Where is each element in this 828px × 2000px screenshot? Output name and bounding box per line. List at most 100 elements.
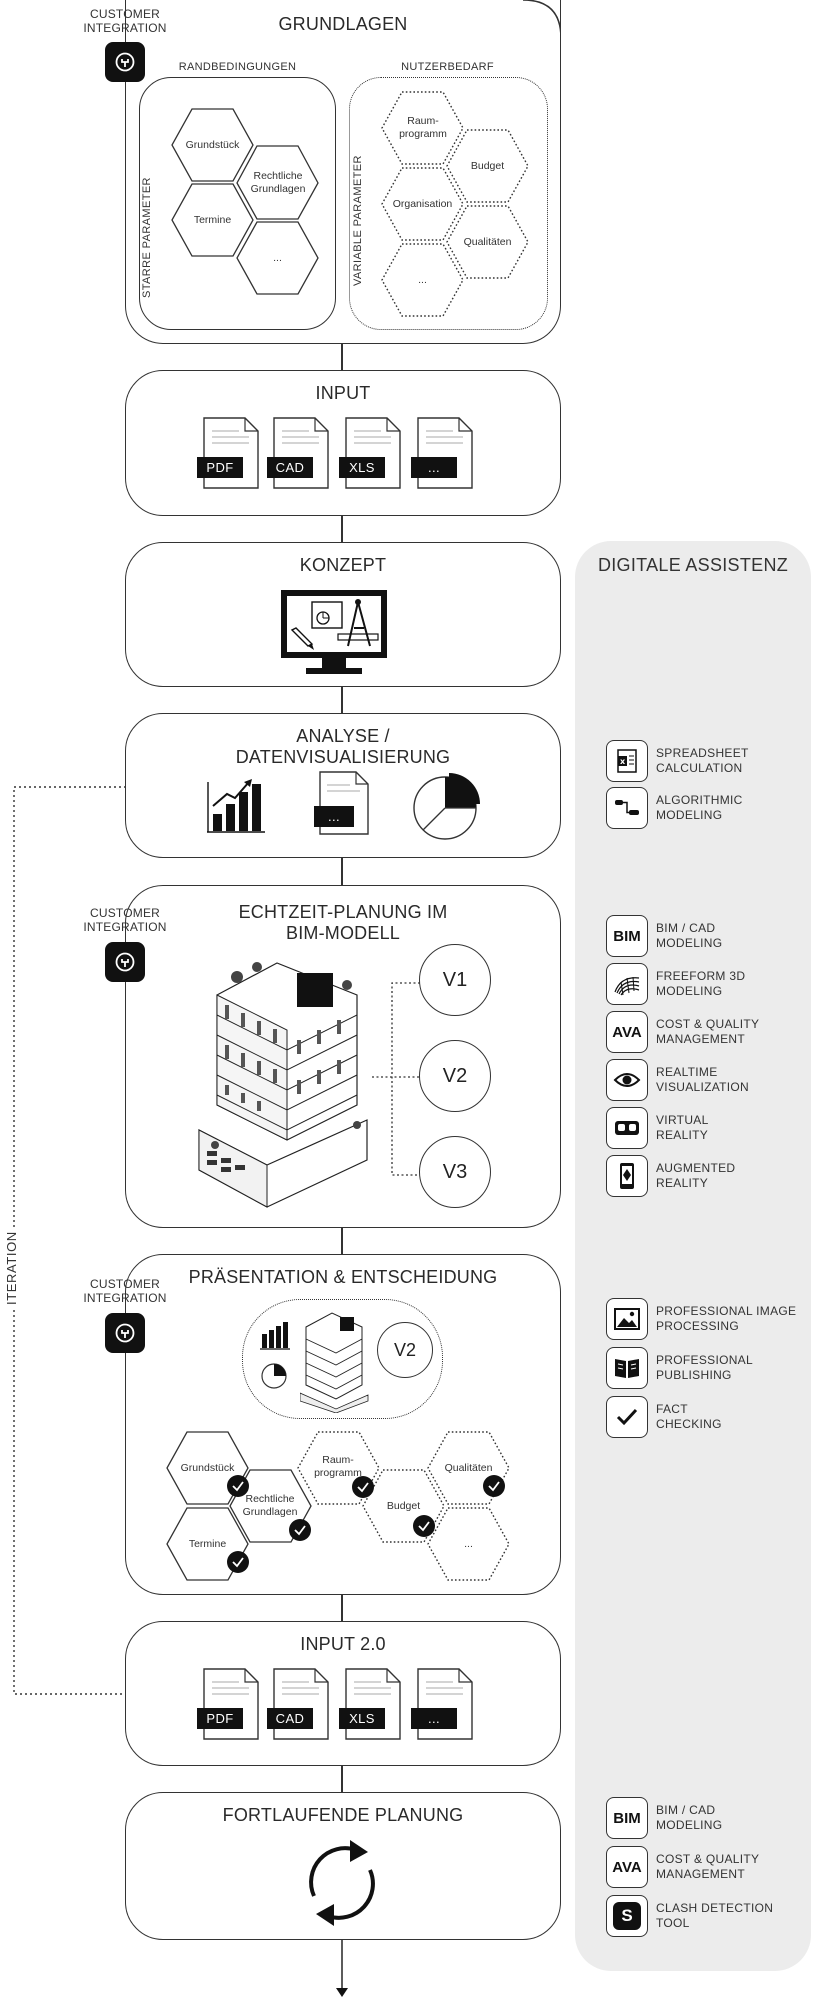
- pdf-document-icon: PDF: [197, 1668, 259, 1740]
- iteration-label: ITERATION: [4, 1228, 19, 1308]
- tool-ava[interactable]: AVA COST & QUALITY MANAGEMENT: [606, 1011, 806, 1053]
- tool-label: COST & QUALITY MANAGEMENT: [656, 1017, 760, 1046]
- tool-image[interactable]: PROFESSIONAL IMAGE PROCESSING: [606, 1298, 806, 1340]
- tool-label: AUGMENTED REALITY: [656, 1161, 736, 1190]
- plug-icon[interactable]: [105, 942, 145, 982]
- hex-raumprogramm: Raum-programm: [314, 1454, 362, 1479]
- svg-text:x: x: [620, 757, 626, 766]
- hex-rechtliche-grundlagen: Rechtliche Grundlagen: [242, 1493, 298, 1518]
- hex-termine: Termine: [188, 1537, 227, 1550]
- stage-title: INPUT 2.0: [300, 1634, 386, 1654]
- bim-building-illustration: [198, 962, 368, 1208]
- document-shape: [345, 417, 401, 489]
- eye-icon: [606, 1059, 648, 1101]
- decision-hexagons: [166, 1431, 510, 1581]
- hex-grundstueck: Grundstück: [180, 1461, 235, 1474]
- connector: [341, 687, 343, 713]
- variant-v3[interactable]: V3: [419, 1136, 491, 1208]
- tool-label: SPREADSHEET CALCULATION: [656, 746, 749, 775]
- document-shape: [417, 417, 473, 489]
- bim-icon: BIM: [606, 915, 648, 957]
- tool-label: BIM / CAD MODELING: [656, 1803, 723, 1832]
- publishing-icon: [606, 1347, 648, 1389]
- tool-clash[interactable]: S CLASH DETECTION TOOL: [606, 1895, 806, 1937]
- doc-type-tag: PDF: [197, 457, 243, 478]
- cad-document-icon: CAD: [267, 1668, 329, 1740]
- tool-label: REALTIME VISUALIZATION: [656, 1065, 750, 1094]
- tool-freeform[interactable]: FREEFORM 3D MODELING: [606, 963, 806, 1005]
- generic-document-icon: ...: [411, 1668, 473, 1740]
- digitale-assistenz-panel: DIGITALE ASSISTENZ x SPREADSHEET CALCULA…: [575, 541, 811, 1971]
- connector: [341, 1766, 343, 1792]
- variant-connector: [372, 982, 420, 1176]
- document-shape: [203, 1668, 259, 1740]
- hex-grundstueck: Grundstück: [185, 138, 240, 151]
- ava-icon: AVA: [606, 1011, 648, 1053]
- connector: [341, 1595, 343, 1621]
- generic-document-icon: ...: [411, 417, 473, 489]
- freeform-icon: [606, 963, 648, 1005]
- doc-type-tag: CAD: [267, 457, 313, 478]
- xls-document-icon: XLS: [339, 417, 401, 489]
- tool-label: BIM / CAD MODELING: [656, 921, 723, 950]
- connector: [341, 516, 343, 542]
- tool-label: VIRTUAL REALITY: [656, 1113, 709, 1142]
- tool-ar[interactable]: AUGMENTED REALITY: [606, 1155, 806, 1197]
- stage-fortlaufende-planung: FORTLAUFENDE PLANUNG: [125, 1792, 561, 1940]
- algorithm-icon: [606, 787, 648, 829]
- plug-icon[interactable]: [105, 42, 145, 82]
- vr-icon: [606, 1107, 648, 1149]
- assistenz-title: DIGITALE ASSISTENZ: [597, 555, 789, 575]
- hex-ellipsis: ...: [464, 1537, 473, 1550]
- tool-publishing[interactable]: PROFESSIONAL PUBLISHING: [606, 1347, 806, 1389]
- document-shape: [273, 1668, 329, 1740]
- stage-input: INPUT: [125, 370, 561, 516]
- growth-chart-icon: [207, 779, 265, 833]
- customer-integration-label: CUSTOMER INTEGRATION: [83, 1277, 167, 1305]
- randbedingungen-box: [139, 77, 336, 330]
- bim-icon: BIM: [606, 1797, 648, 1839]
- connector: [341, 1228, 343, 1254]
- doc-type-tag: XLS: [339, 1708, 385, 1729]
- tool-spreadsheet[interactable]: x SPREADSHEET CALCULATION: [606, 740, 806, 782]
- tool-fact-checking[interactable]: FACT CHECKING: [606, 1396, 806, 1438]
- stage-title: ANALYSE / DATENVISUALISIERUNG: [235, 726, 451, 767]
- hex-budget: Budget: [470, 159, 505, 172]
- hex-ellipsis: ...: [418, 273, 427, 286]
- doc-type-tag: CAD: [267, 1708, 313, 1729]
- tool-ava-2[interactable]: AVA COST & QUALITY MANAGEMENT: [606, 1846, 806, 1888]
- mini-charts-icon: [260, 1322, 290, 1389]
- nutzerbedarf-box: [349, 77, 548, 330]
- tool-bim[interactable]: BIM BIM / CAD MODELING: [606, 915, 806, 957]
- hex-ellipsis: ...: [273, 251, 282, 264]
- nutzerbedarf-label: NUTZERBEDARF: [355, 61, 540, 73]
- stage-title: KONZEPT: [299, 555, 387, 575]
- grundlagen-hexagons: [171, 91, 529, 317]
- pdf-document-icon: PDF: [197, 417, 259, 489]
- plug-icon[interactable]: [105, 1313, 145, 1353]
- tool-label: FACT CHECKING: [656, 1402, 722, 1431]
- mini-building-illustration: [300, 1312, 369, 1413]
- hex-qualitaeten: Qualitäten: [444, 1461, 493, 1474]
- hex-budget: Budget: [386, 1499, 421, 1512]
- customer-integration-label: CUSTOMER INTEGRATION: [83, 906, 167, 934]
- tool-label: PROFESSIONAL PUBLISHING: [656, 1353, 753, 1382]
- stage-title: PRÄSENTATION & ENTSCHEIDUNG: [188, 1267, 498, 1287]
- tool-algorithmic[interactable]: ALGORITHMIC MODELING: [606, 787, 806, 829]
- analysis-document-icon: ...: [314, 771, 370, 843]
- monitor-drawing-icon: [281, 590, 387, 674]
- tool-realtime[interactable]: REALTIME VISUALIZATION: [606, 1059, 806, 1101]
- tool-bim-2[interactable]: BIM BIM / CAD MODELING: [606, 1797, 806, 1839]
- stage-title: INPUT: [315, 383, 371, 403]
- selected-variant-v2[interactable]: V2: [377, 1322, 433, 1378]
- hex-organisation: Organisation: [392, 197, 453, 210]
- spreadsheet-icon: x: [606, 740, 648, 782]
- customer-integration-label: CUSTOMER INTEGRATION: [83, 7, 167, 35]
- ava-icon: AVA: [606, 1846, 648, 1888]
- tool-vr[interactable]: VIRTUAL REALITY: [606, 1107, 806, 1149]
- tool-label: FREEFORM 3D MODELING: [656, 969, 746, 998]
- connector: [341, 858, 343, 885]
- variant-v2[interactable]: V2: [419, 1040, 491, 1112]
- document-shape: [417, 1668, 473, 1740]
- variant-v1[interactable]: V1: [419, 944, 491, 1016]
